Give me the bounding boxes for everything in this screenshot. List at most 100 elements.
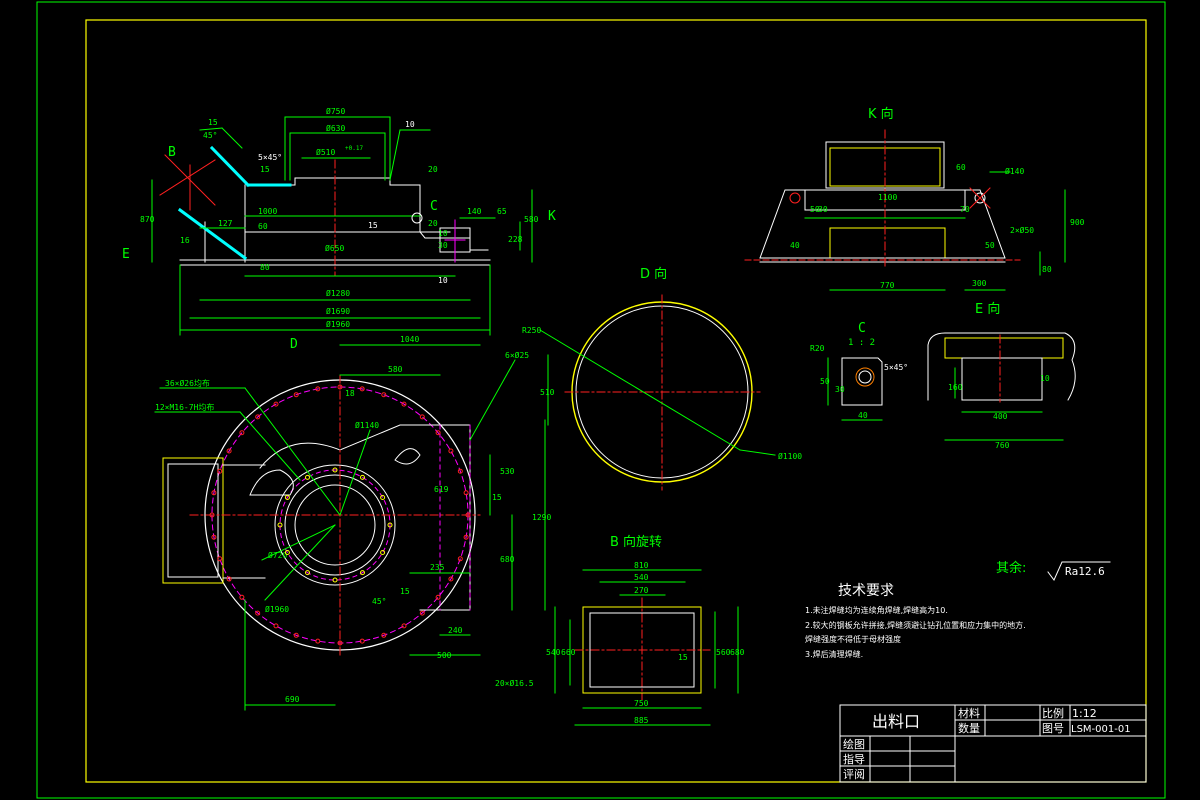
dim-k-h900: 900 [1070, 218, 1085, 227]
dim-e-h10: 10 [1040, 374, 1050, 383]
bolt-hole [255, 610, 261, 616]
dim-front-h20b: 20 [428, 219, 438, 228]
dim-front-w65: 65 [497, 207, 507, 216]
dim-plan-h15: 15 [492, 493, 502, 502]
view-label-c-scale: 1 : 2 [848, 338, 875, 348]
title-block [839, 704, 1147, 783]
thread-hole [360, 570, 365, 576]
dim-d-d1100: Ø1100 [778, 451, 802, 461]
dim-e-w760: 760 [995, 441, 1010, 450]
bolt-hole [457, 556, 463, 562]
bolt-hole [359, 386, 365, 392]
bolt-hole [457, 468, 463, 474]
dim-front-w80: 80 [260, 263, 270, 272]
dim-front-w10b: 10 [438, 276, 448, 285]
thread-hole [332, 467, 338, 473]
dim-plan-d6: 6×Ø25 [505, 350, 529, 360]
dim-b-w270: 270 [634, 586, 649, 595]
dim-e-h160: 160 [948, 383, 963, 392]
bolt-hole [381, 632, 387, 638]
bolt-hole [255, 414, 261, 420]
bolt-hole [226, 448, 232, 454]
dim-b-w15: 15 [678, 653, 688, 662]
drawing-no-label: 图号 [1042, 722, 1064, 735]
tech-title: 技术要求 [838, 583, 894, 599]
dim-front-w60: 60 [258, 222, 268, 231]
bolt-hole [239, 594, 245, 600]
dim-k-w1100: 1100 [878, 193, 897, 202]
thread-hole [284, 550, 290, 555]
bolt-hole [217, 556, 223, 562]
marker-e: E [122, 247, 130, 262]
quantity-label: 数量 [958, 722, 980, 735]
material-label: 材料 [958, 706, 980, 720]
dim-plan-d1960: Ø1960 [265, 604, 289, 614]
dim-front-t10a: 10 [405, 120, 415, 129]
dim-c-c5: 5×45° [884, 363, 908, 372]
thread-hole [360, 474, 365, 480]
scale-value: 1:12 [1072, 707, 1097, 720]
dim-b-h660: 660 [561, 648, 576, 657]
bolt-hole [315, 386, 321, 392]
view-label-e: E 向 [975, 301, 1000, 317]
dim-k-d140: Ø140 [1005, 166, 1024, 176]
dim-plan-h1290: 1290 [532, 513, 551, 522]
dim-front-d1690: Ø1690 [326, 306, 350, 316]
bolt-hole [315, 638, 321, 644]
bolt-hole [217, 468, 223, 474]
dim-plan-h530: 530 [500, 467, 515, 476]
thread-hole [380, 495, 386, 500]
tech-note-1: 1.未注焊缝均为连续角焊缝,焊缝高为10. [805, 605, 948, 615]
dim-c-w40: 40 [858, 411, 868, 420]
e-view [927, 332, 1076, 441]
dim-plan-w690: 690 [285, 695, 300, 704]
dim-d-h510: 510 [540, 388, 555, 397]
bolt-hole [273, 623, 279, 629]
dim-front-tol: +0.17 [345, 145, 363, 152]
bolt-hole [337, 384, 343, 390]
bolt-hole [293, 392, 299, 398]
thread-hole [332, 577, 338, 583]
dim-front-d630: Ø630 [326, 123, 345, 133]
dim-b-w885: 885 [634, 716, 649, 725]
thread-hole [387, 522, 393, 528]
dim-front-h228: 228 [508, 235, 523, 244]
dim-plan-holes12: 12×M16-7H均布 [155, 402, 214, 412]
bolt-hole [448, 576, 454, 582]
dim-front-w15: 15 [368, 221, 378, 230]
dim-front-h20: 20 [428, 165, 438, 174]
bolt-hole [211, 490, 217, 496]
tech-note-4: 3.焊后清理焊缝. [805, 649, 863, 659]
thread-hole [305, 570, 310, 576]
dim-front-h10c: 10 [438, 229, 448, 238]
dim-plan-w580: 580 [388, 365, 403, 374]
dim-front-h30: 30 [438, 241, 448, 250]
dim-front-w140: 140 [467, 207, 482, 216]
review-label: 评阅 [843, 768, 865, 781]
d-view [539, 294, 776, 491]
thread-hole [305, 474, 310, 480]
dim-b-h540: 540 [546, 648, 561, 657]
bolt-hole [401, 623, 407, 629]
dim-k-w770: 770 [880, 281, 895, 290]
bolt-hole [381, 392, 387, 398]
bolt-hole [401, 401, 407, 407]
bolt-hole [211, 534, 217, 540]
dim-front-d510: Ø510 [316, 147, 335, 157]
dim-plan-holes36: 36×Ø26均布 [165, 378, 210, 388]
dim-c-r20: R20 [810, 344, 825, 353]
guide-label: 指导 [843, 752, 865, 766]
dim-e-w400: 400 [993, 412, 1008, 421]
bolt-hole [463, 534, 469, 540]
bolt-hole [435, 430, 441, 436]
dim-plan-w15: 15 [400, 587, 410, 596]
dim-b-h560: 560 [716, 648, 731, 657]
dim-plan-d720: Ø720 [268, 550, 287, 560]
dim-plan-d1140: Ø1140 [355, 420, 379, 430]
dim-front-c5: 5×45° [258, 153, 282, 162]
dim-c-h30: 30 [835, 385, 845, 394]
dim-plan-w1040: 1040 [400, 335, 419, 344]
bolt-hole [465, 512, 471, 518]
bolt-hole [273, 401, 279, 407]
